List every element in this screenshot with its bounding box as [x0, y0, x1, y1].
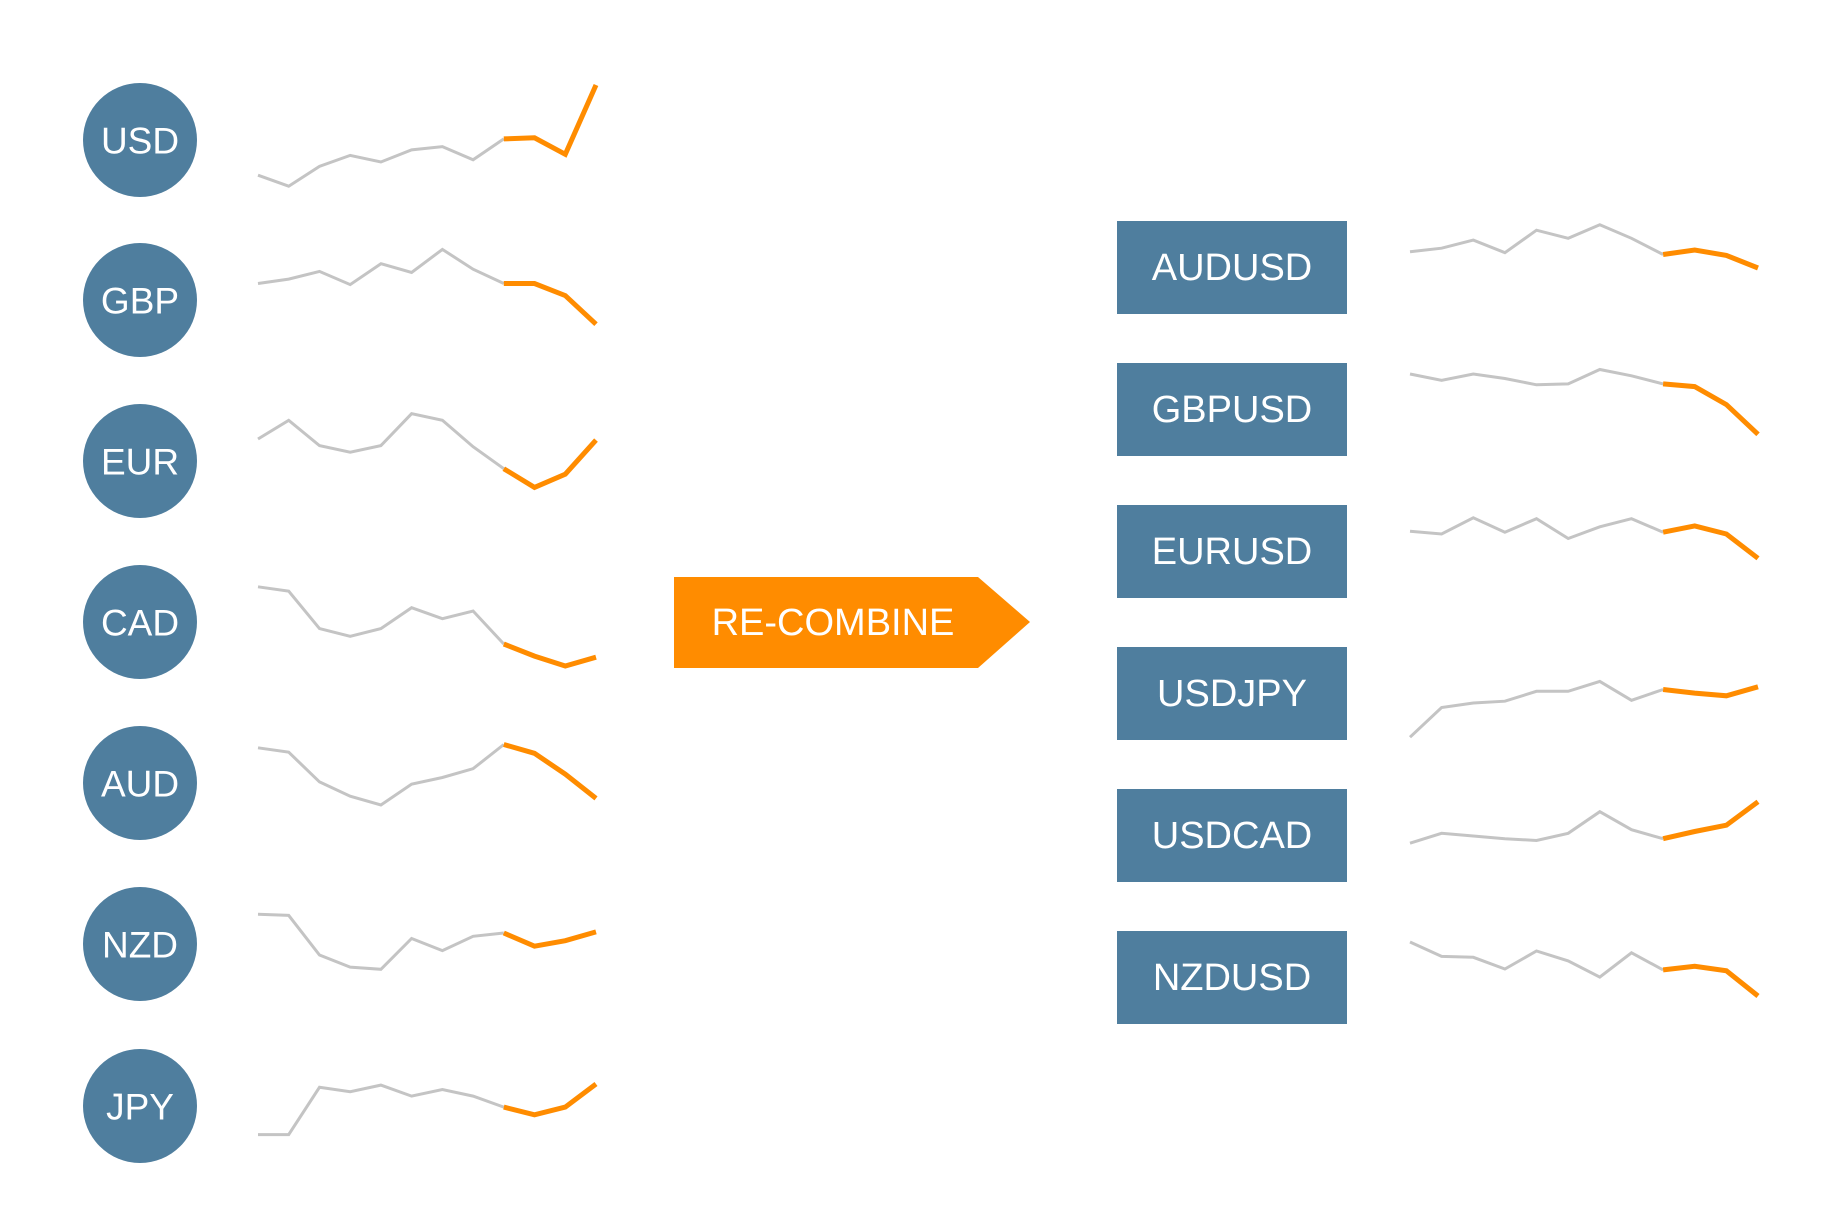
sparkline-recent-segment — [1662, 684, 1759, 699]
sparkline-recent-segment — [503, 742, 598, 801]
sparkline-aud — [257, 742, 598, 807]
currency-node-jpy: JPY — [83, 1049, 197, 1163]
pair-node-audusd: AUDUSD — [1117, 221, 1347, 314]
sparkline-history-segment — [1409, 223, 1664, 256]
sparkline-eur — [257, 412, 598, 491]
pair-label: EURUSD — [1152, 531, 1312, 573]
sparkline-audusd — [1409, 223, 1759, 271]
sparkline-recent-segment — [1662, 799, 1760, 842]
sparkline-gbp — [257, 247, 598, 327]
sparkline-history-segment — [1408, 679, 1664, 739]
currency-node-usd: USD — [83, 83, 197, 197]
sparkline-usdcad — [1409, 799, 1760, 845]
pair-box — [1117, 221, 1347, 314]
sparkline-recent-segment — [503, 1082, 598, 1118]
currency-label: NZD — [102, 925, 178, 966]
sparkline-nzd — [257, 912, 597, 971]
pair-node-gbpusd: GBPUSD — [1117, 363, 1347, 456]
currency-label: EUR — [101, 442, 179, 483]
currency-node-aud: AUD — [83, 726, 197, 840]
currency-label: CAD — [101, 603, 179, 644]
pair-label: NZDUSD — [1153, 957, 1311, 999]
currency-label: AUD — [101, 764, 179, 805]
sparkline-history-segment — [257, 137, 505, 188]
pair-label: USDJPY — [1157, 673, 1307, 715]
sparkline-recent-segment — [1662, 381, 1760, 437]
sparkline-recent-segment — [1662, 523, 1760, 561]
pair-box — [1117, 505, 1347, 598]
pair-node-usdjpy: USDJPY — [1117, 647, 1347, 740]
arrow-shape — [674, 577, 1030, 668]
sparkline-recent-segment — [502, 929, 597, 949]
sparkline-history-segment — [1409, 809, 1664, 845]
sparkline-recent-segment — [1662, 963, 1760, 998]
currency-label: GBP — [101, 281, 179, 322]
sparkline-history-segment — [1409, 940, 1664, 979]
currency-circle — [83, 1049, 197, 1163]
sparkline-history-segment — [1409, 367, 1664, 387]
sparkline-history-segment — [258, 1083, 505, 1137]
currency-node-cad: CAD — [83, 565, 197, 679]
recombine-arrow: RE-COMBINE — [674, 577, 1030, 668]
sparkline-history-segment — [257, 585, 505, 646]
sparkline-gbpusd — [1409, 367, 1760, 437]
pair-node-eurusd: EURUSD — [1117, 505, 1347, 598]
pair-node-usdcad: USDCAD — [1117, 789, 1347, 882]
pair-label: GBPUSD — [1152, 389, 1312, 431]
pair-label: USDCAD — [1152, 815, 1312, 857]
sparkline-recent-segment — [502, 438, 598, 491]
pair-label: AUDUSD — [1152, 247, 1312, 289]
pair-box — [1117, 789, 1347, 882]
currency-label: JPY — [106, 1087, 174, 1128]
recombine-label: RE-COMBINE — [712, 602, 955, 644]
sparkline-history-segment — [257, 743, 505, 807]
sparkline-usdjpy — [1408, 679, 1759, 739]
sparkline-recent-segment — [503, 281, 598, 327]
sparkline-recent-segment — [502, 641, 597, 669]
pair-box — [1117, 363, 1347, 456]
sparkline-recent-segment — [1662, 247, 1759, 271]
sparkline-history-segment — [257, 412, 505, 470]
sparkline-history-segment — [257, 247, 505, 287]
currency-node-eur: EUR — [83, 404, 197, 518]
currency-circle — [83, 565, 197, 679]
currency-node-gbp: GBP — [83, 243, 197, 357]
currency-circle — [83, 887, 197, 1001]
sparkline-history-segment — [257, 912, 504, 971]
pair-box — [1117, 931, 1347, 1024]
sparklines — [257, 83, 1760, 1137]
currency-circle — [83, 243, 197, 357]
currency-circle — [83, 404, 197, 518]
sparkline-nzdusd — [1409, 940, 1760, 998]
pair-box — [1117, 647, 1347, 740]
sparkline-usd — [257, 83, 599, 188]
sparkline-history-segment — [1409, 516, 1664, 541]
currency-circle — [83, 726, 197, 840]
sparkline-eurusd — [1409, 516, 1760, 561]
currency-circle — [83, 83, 197, 197]
sparkline-cad — [257, 585, 597, 669]
pair-node-nzdusd: NZDUSD — [1117, 931, 1347, 1024]
sparkline-jpy — [258, 1082, 598, 1137]
currency-node-nzd: NZD — [83, 887, 197, 1001]
sparkline-recent-segment — [503, 83, 599, 158]
currency-label: USD — [101, 121, 179, 162]
